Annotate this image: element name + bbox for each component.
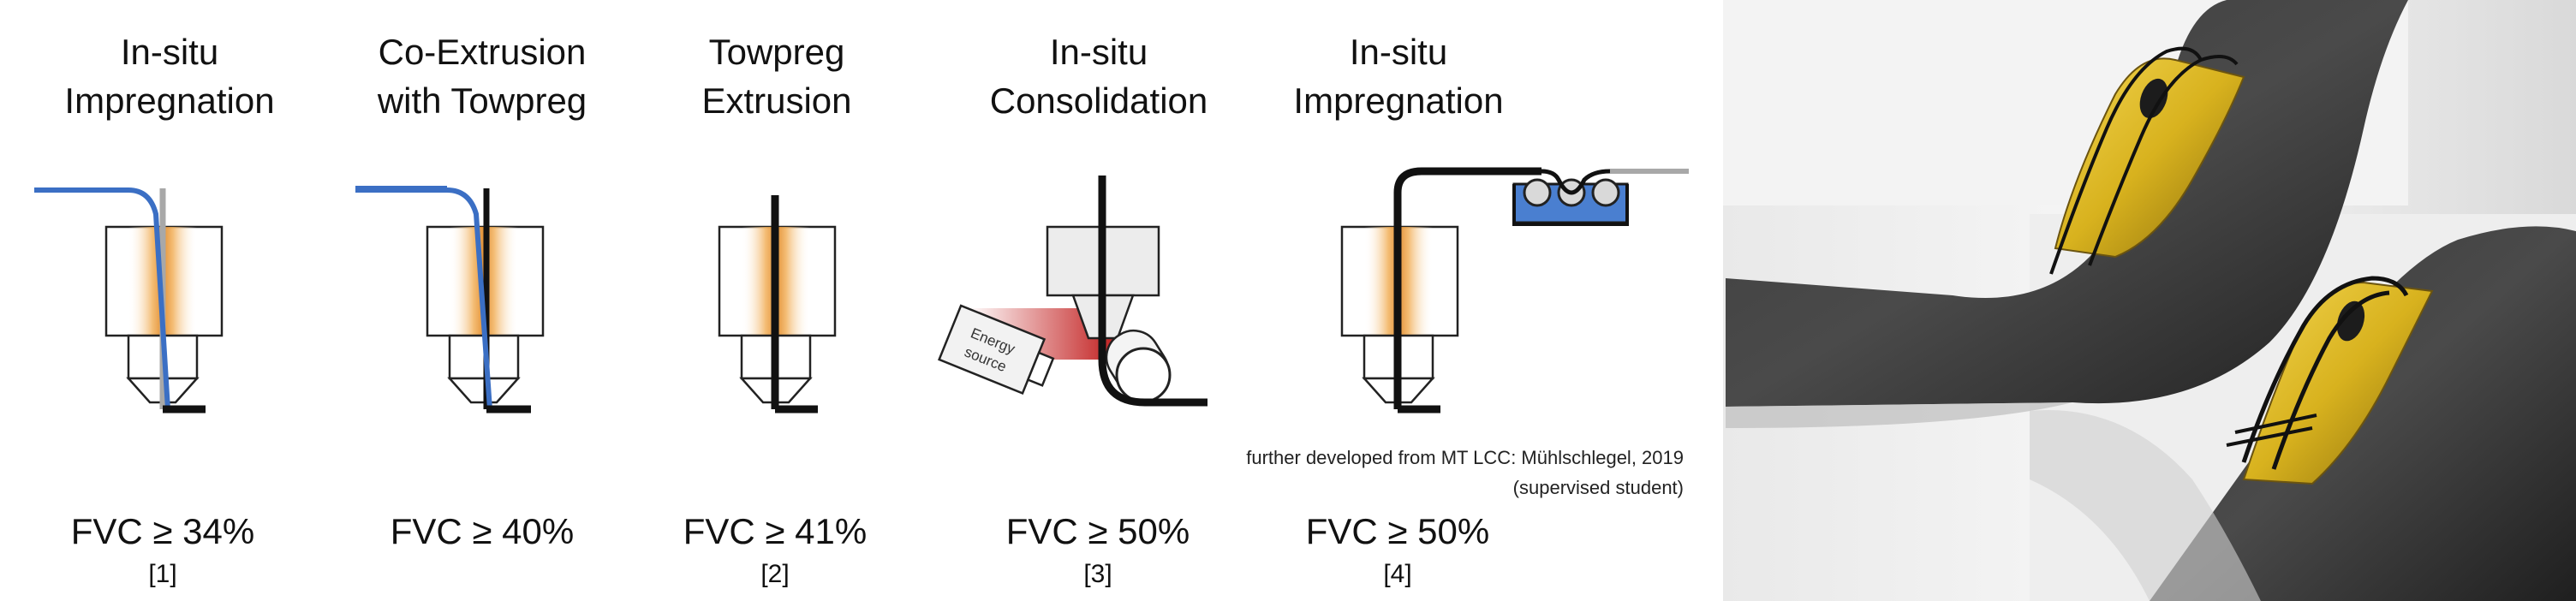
nozzle-in-situ-impregnation: [34, 187, 224, 414]
title-4-line2: Consolidation: [990, 80, 1208, 121]
title-3-line1: Towpreg: [709, 32, 845, 72]
ref-5: [4]: [1383, 560, 1411, 588]
title-2-line2: with Towpreg: [377, 80, 587, 121]
method-titles: In-situ Impregnation Co-Extrusion with T…: [64, 32, 1503, 121]
title-3-line2: Extrusion: [701, 80, 851, 121]
ref-4: [3]: [1083, 560, 1112, 588]
ref-1: [1]: [148, 560, 176, 588]
gold-insert-back: [2054, 57, 2245, 259]
fvc-5: FVC ≥ 50%: [1306, 511, 1489, 551]
title-5-line1: In-situ: [1350, 32, 1447, 72]
title-1-line2: Impregnation: [64, 80, 274, 121]
fvc-2: FVC ≥ 40%: [391, 511, 574, 551]
credit-note: further developed from MT LCC: Mühlschle…: [1246, 447, 1684, 498]
energy-source-box: Energy source: [938, 304, 1055, 395]
render-panel: [1723, 0, 2576, 601]
title-2-line1: Co-Extrusion: [379, 32, 587, 72]
fvc-1: FVC ≥ 34%: [71, 511, 254, 551]
title-4-line1: In-situ: [1050, 32, 1148, 72]
nozzle-towpreg-extrusion: [718, 195, 837, 414]
fvc-3: FVC ≥ 41%: [683, 511, 867, 551]
credit-line1: further developed from MT LCC: Mühlschle…: [1246, 447, 1684, 468]
credit-line2: (supervised student): [1513, 477, 1684, 498]
title-5-line2: Impregnation: [1293, 80, 1503, 121]
fvc-values: FVC ≥ 34% [1] FVC ≥ 40% FVC ≥ 41% [2] FV…: [71, 511, 1489, 588]
title-1-line1: In-situ: [121, 32, 218, 72]
ref-3: [2]: [760, 560, 789, 588]
impregnation-bath: [1512, 178, 1629, 226]
laminate-sheet-back: [1726, 0, 2408, 407]
nozzle-in-situ-impregnation-bath: [1340, 167, 1689, 414]
nozzle-co-extrusion: [355, 186, 545, 414]
fvc-4: FVC ≥ 50%: [1006, 511, 1190, 551]
nozzle-in-situ-consolidation: Energy source: [938, 176, 1208, 407]
